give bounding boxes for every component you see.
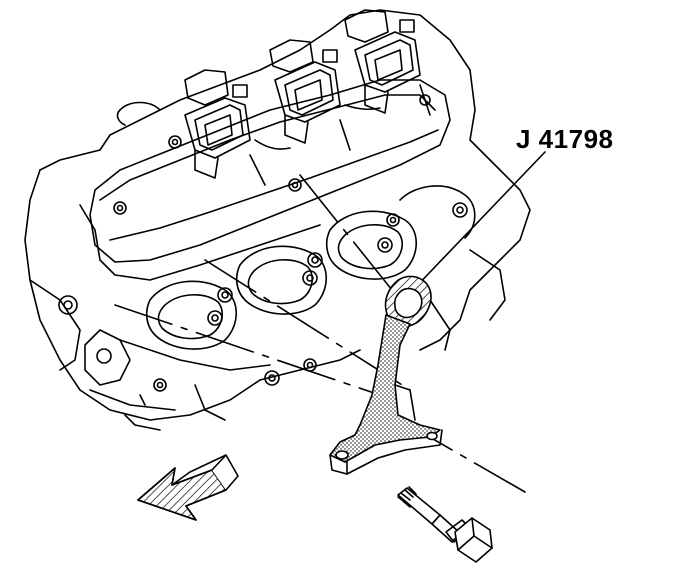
ignition-coil-3 xyxy=(344,9,421,114)
ignition-coil-1 xyxy=(184,69,251,179)
lift-bracket-tool xyxy=(329,275,443,475)
cylinder-head-ports xyxy=(145,185,476,350)
engine-block xyxy=(24,9,531,421)
tool-number-label: J 41798 xyxy=(516,124,614,154)
front-direction-arrow-icon xyxy=(137,454,239,521)
leader-line xyxy=(409,151,546,294)
ignition-coil-2 xyxy=(269,39,341,144)
valve-cover xyxy=(79,79,451,281)
lower-block-details xyxy=(89,249,506,431)
spark-plug-wires xyxy=(249,84,431,186)
head-bolts xyxy=(153,202,468,392)
mounting-bolt xyxy=(397,486,493,563)
